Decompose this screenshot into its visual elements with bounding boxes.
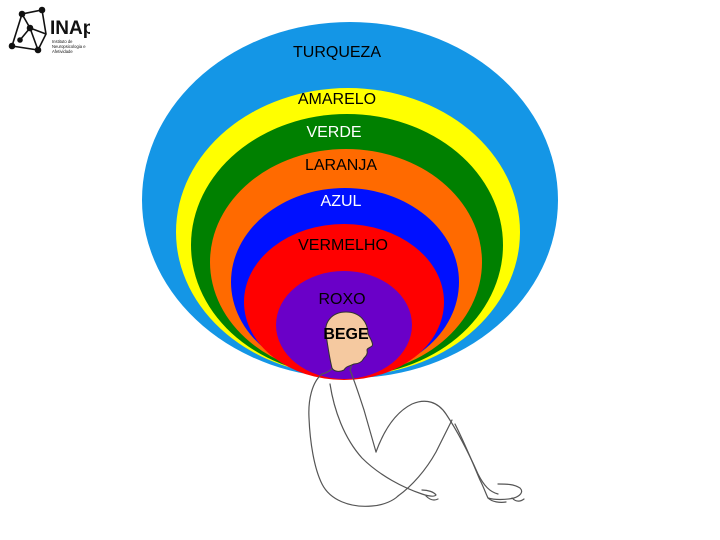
logo-icon: INAp Instituto de Neuropsicologia e Afet… xyxy=(8,6,94,54)
logo-title: INAp xyxy=(50,18,90,39)
inap-logo: INAp Instituto de Neuropsicologia e Afet… xyxy=(8,4,94,62)
head: BEGE xyxy=(323,311,373,372)
label-azul: AZUL xyxy=(321,193,362,210)
label-amarelo: AMARELO xyxy=(298,91,376,108)
label-laranja: LARANJA xyxy=(305,157,377,174)
figure-back xyxy=(308,373,399,507)
head-shape xyxy=(325,311,373,372)
figure-torso-front xyxy=(349,369,377,453)
label-turquesa: TURQUEZA xyxy=(293,44,381,61)
label-roxo: ROXO xyxy=(318,291,365,308)
logo-subtitle-1: Instituto de xyxy=(52,39,73,44)
logo-subtitle-2: Neuropsicologia e xyxy=(52,44,86,49)
figure-foot xyxy=(487,497,525,503)
layer-labels: TURQUEZA AMARELO VERDE LARANJA AZUL VERM… xyxy=(293,44,388,308)
seated-figure xyxy=(308,359,525,507)
figure-arm xyxy=(329,383,439,501)
figure-thigh-lower xyxy=(397,419,453,497)
logo-subtitle-3: Afetividade xyxy=(52,49,73,54)
figure-thigh xyxy=(375,400,499,495)
head-label: BEGE xyxy=(323,326,369,343)
label-verde: VERDE xyxy=(306,124,361,141)
label-vermelho: VERMELHO xyxy=(298,237,388,254)
figure-shin xyxy=(454,423,523,501)
